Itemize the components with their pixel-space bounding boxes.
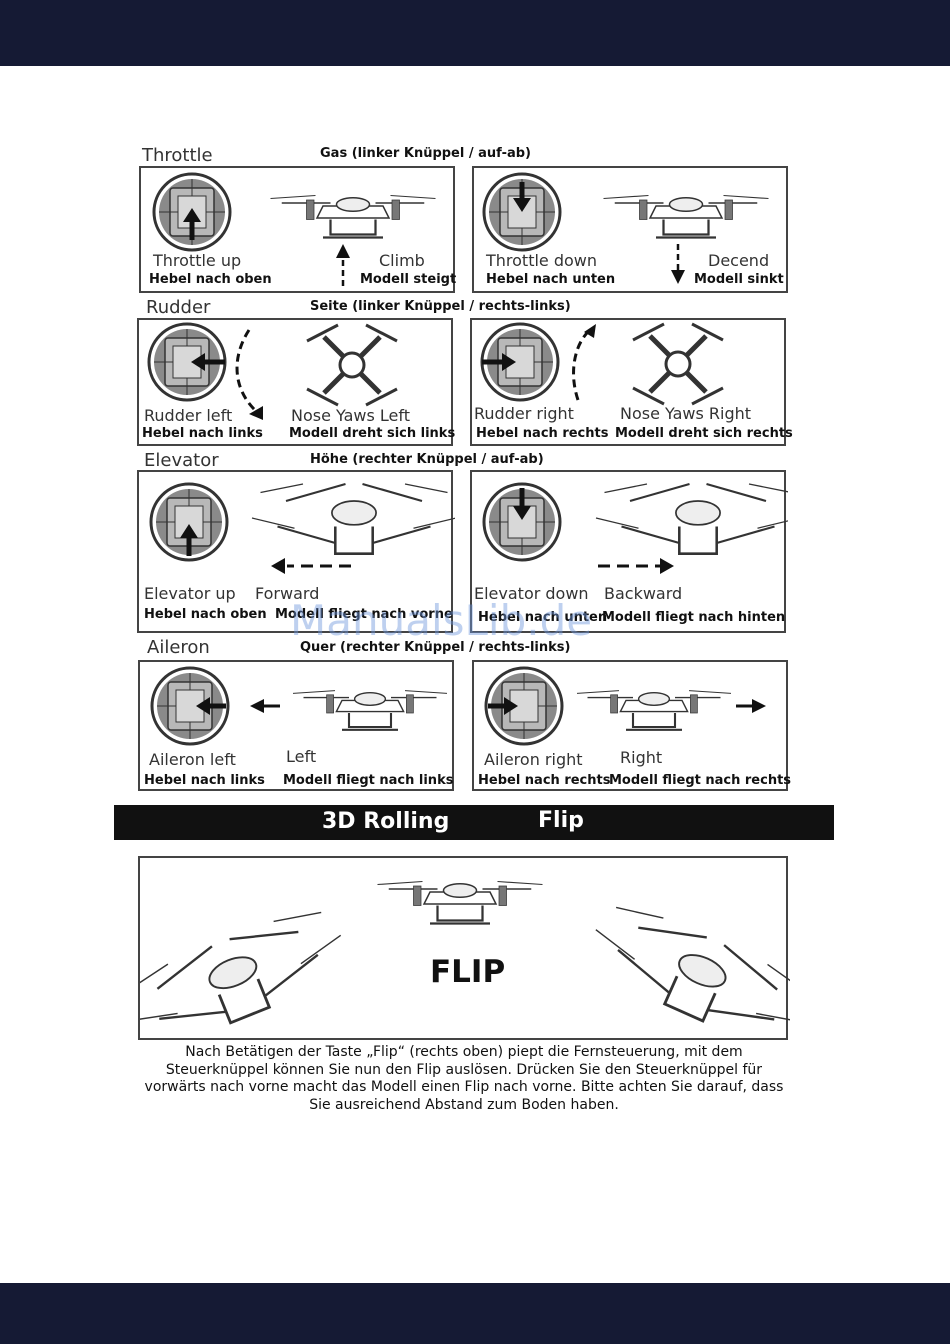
label-throttle-up-de: Hebel nach oben	[149, 272, 272, 287]
flip-bar-right-label: Flip	[538, 808, 584, 833]
panel-elevator-down: Elevator down Hebel nach unten Backward …	[470, 470, 788, 633]
drone-icon	[140, 880, 790, 1042]
panel-elevator-up: Elevator up Hebel nach oben Forward Mode…	[137, 470, 455, 633]
label-decend-de: Modell sinkt	[694, 272, 784, 287]
label-decend: Decend	[708, 251, 770, 270]
section-subtitle-elevator: Höhe (rechter Knüppel / auf-ab)	[310, 452, 544, 467]
label-elevator-up: Elevator up	[144, 584, 236, 603]
flip-panel: FLIP	[138, 856, 790, 1042]
section-title-rudder: Rudder	[146, 297, 211, 318]
section-title-throttle: Throttle	[142, 145, 213, 166]
label-climb-de: Modell steigt	[360, 272, 457, 287]
label-forward: Forward	[255, 584, 320, 603]
label-rudder-right: Rudder right	[474, 404, 574, 423]
section-title-aileron: Aileron	[147, 637, 210, 658]
label-elevator-up-de: Hebel nach oben	[144, 607, 267, 622]
label-aileron-left-de: Hebel nach links	[144, 773, 265, 788]
section-subtitle-aileron: Quer (rechter Knüppel / rechts-links)	[300, 640, 571, 655]
label-elevator-down: Elevator down	[474, 584, 589, 603]
top-bar	[0, 0, 950, 66]
joystick-icon	[484, 666, 766, 746]
label-throttle-up: Throttle up	[153, 251, 242, 270]
label-left-de: Modell fliegt nach links	[283, 773, 454, 788]
joystick-icon	[482, 482, 788, 574]
section-subtitle-rudder: Seite (linker Knüppel / rechts-links)	[310, 299, 571, 314]
label-right: Right	[620, 748, 663, 767]
label-nose-yaws-right-de: Modell dreht sich rechts	[615, 426, 793, 441]
panel-throttle-down: Throttle down Hebel nach unten Decend Mo…	[472, 166, 788, 293]
panel-throttle-up: Throttle up Hebel nach oben Climb Modell…	[139, 166, 457, 293]
section-subtitle-throttle: Gas (linker Knüppel / auf-ab)	[320, 146, 532, 161]
label-throttle-down: Throttle down	[486, 251, 598, 270]
label-rudder-left: Rudder left	[144, 406, 233, 425]
joystick-icon	[150, 666, 449, 746]
flip-header-bar: 3D Rolling Flip	[114, 805, 834, 840]
panel-rudder-left: Rudder left Hebel nach links Nose Yaws L…	[137, 318, 456, 446]
label-throttle-down-de: Hebel nach unten	[486, 272, 616, 287]
joystick-icon	[149, 482, 455, 574]
label-nose-yaws-left-de: Modell dreht sich links	[289, 426, 456, 441]
label-elevator-down-de: Hebel nach unten	[478, 610, 608, 625]
label-right-de: Modell fliegt nach rechts	[609, 773, 792, 788]
label-backward-de: Modell fliegt nach hinten	[602, 610, 786, 625]
panel-aileron-left: Aileron left Hebel nach links Left Model…	[138, 660, 454, 791]
joystick-icon	[152, 172, 437, 286]
joystick-icon	[147, 322, 455, 420]
section-title-elevator: Elevator	[144, 450, 219, 471]
label-backward: Backward	[604, 584, 683, 603]
label-climb: Climb	[379, 251, 425, 270]
joystick-icon	[482, 172, 770, 284]
panel-rudder-right: Rudder right Hebel nach rechts Nose Yaws…	[470, 318, 793, 448]
flip-bar-left-label: 3D Rolling	[322, 809, 450, 834]
panel-aileron-right: Aileron right Hebel nach rechts Right Mo…	[472, 660, 792, 791]
bottom-bar	[0, 1283, 950, 1344]
label-rudder-left-de: Hebel nach links	[142, 426, 263, 441]
label-rudder-right-de: Hebel nach rechts	[476, 426, 609, 441]
joystick-icon	[480, 320, 788, 448]
label-aileron-right: Aileron right	[484, 750, 583, 769]
flip-word: FLIP	[430, 954, 506, 990]
label-left: Left	[286, 747, 317, 766]
label-nose-yaws-left: Nose Yaws Left	[291, 406, 411, 425]
label-aileron-left: Aileron left	[149, 750, 236, 769]
label-forward-de: Modell fliegt nach vorne	[275, 607, 453, 622]
label-aileron-right-de: Hebel nach rechts	[478, 773, 611, 788]
flip-description: Nach Betätigen der Taste „Flip“ (rechts …	[144, 1044, 784, 1113]
label-nose-yaws-right: Nose Yaws Right	[620, 404, 752, 423]
